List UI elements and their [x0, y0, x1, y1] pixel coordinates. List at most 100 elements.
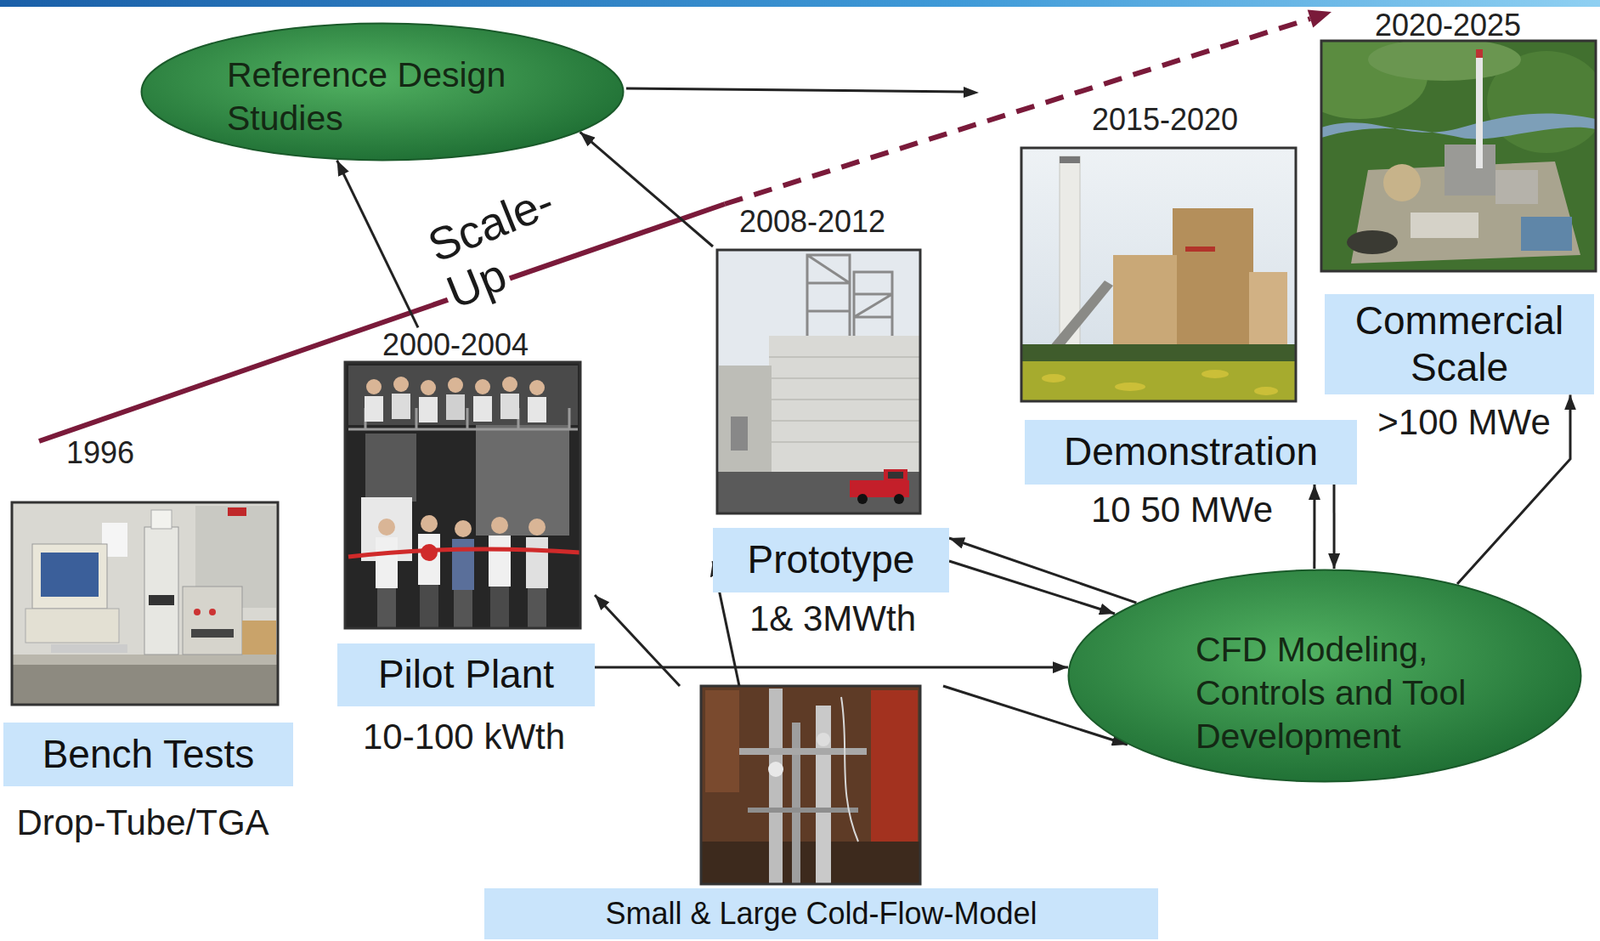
flow-arrow [594, 666, 1069, 669]
pilot-photo [453, 589, 473, 628]
header-bar [0, 0, 1600, 7]
stage-box: 2020-2025Commercial Scale [1321, 7, 1596, 395]
demonstration-photo [1201, 369, 1229, 379]
pilot-photo [420, 379, 436, 396]
trend-label: Scale- Up [418, 174, 565, 320]
cold-flow-photo [768, 761, 784, 777]
stage-label: Commercial Scale [1324, 293, 1595, 395]
cold-flow-photo [701, 685, 921, 884]
flow-arrow [1312, 484, 1316, 569]
prototype-photo [893, 493, 905, 504]
commercial-photo [1383, 163, 1421, 202]
commercial-photo [1495, 169, 1538, 204]
pilot-photo [500, 393, 520, 419]
pilot-photo [348, 365, 578, 425]
year-label: 2008-2012 [739, 203, 886, 239]
pilot-photo [420, 514, 438, 532]
flow-arrow [949, 560, 1115, 614]
node-label: Reference Design Studies [226, 53, 533, 141]
scale-up-line [724, 18, 1311, 204]
commercial-photo [1444, 144, 1496, 196]
demonstration-photo [1021, 147, 1296, 402]
pilot-photo [391, 393, 411, 419]
bench-photo [25, 608, 119, 643]
commercial-photo [1321, 113, 1596, 139]
bench-photo [11, 502, 278, 705]
demonstration-photo [1114, 382, 1146, 391]
pilot-photo [474, 378, 491, 395]
flow-arrow [1333, 484, 1336, 569]
ellipse-outline [1068, 570, 1582, 782]
bench-photo [193, 608, 201, 616]
pilot-photo [488, 535, 511, 587]
commercial-photo [1346, 230, 1398, 255]
demonstration-photo [1021, 344, 1296, 362]
bench-photo [144, 526, 179, 655]
prototype-photo [807, 254, 893, 340]
pilot-photo [365, 433, 417, 502]
stage-label: Demonstration [1024, 419, 1357, 485]
bench-photo [182, 586, 243, 655]
flow-arrow [337, 160, 419, 328]
commercial-photo [1475, 49, 1483, 169]
photo-frame [1321, 40, 1596, 272]
stage-label: Bench Tests [3, 722, 294, 786]
bench-photo [11, 664, 278, 705]
commercial-photo [1321, 40, 1596, 272]
stage-box: 2008-2012Prototype [712, 203, 950, 593]
scale-up-line [1307, 10, 1332, 29]
stage-label: Pilot Plant [337, 643, 595, 707]
bench-photo [151, 509, 172, 529]
capacity-label-frame: Drop-Tube/TGA [16, 802, 269, 843]
prototype-photo [717, 249, 921, 514]
photo-frame [1021, 147, 1296, 402]
photo-frame [11, 502, 278, 705]
pilot-photo [475, 424, 570, 536]
pilot-photo [527, 396, 547, 423]
pilot-photo [528, 518, 546, 536]
capacity-label: 10-100 kWth [362, 716, 566, 757]
process-ellipse: CFD Modeling, Controls and Tool Developm… [1067, 568, 1583, 783]
flow-arrow [580, 131, 713, 247]
reference-arrow [963, 86, 979, 98]
cold-flow-photo [701, 841, 921, 884]
pilot-photo [446, 394, 465, 420]
prototype-photo [718, 365, 772, 472]
prototype-photo [887, 471, 904, 479]
cold-flow-photo [841, 696, 859, 842]
capacity-label-frame: 10 50 MWe [1091, 489, 1273, 531]
reference-arrow [626, 88, 965, 92]
commercial-photo [1475, 49, 1483, 58]
stage-box: 1996Bench Tests [3, 435, 294, 786]
capacity-label: 10 50 MWe [1091, 489, 1273, 530]
photo-frame [344, 361, 581, 628]
stage-box: Small & Large Cold-Flow-Model [484, 685, 1159, 939]
year-label: 2015-2020 [1091, 101, 1239, 137]
bench-photo [11, 654, 278, 665]
demonstration-photo [1021, 147, 1296, 402]
bench-photo [11, 502, 278, 705]
capacity-label-frame: >100 MWe [1377, 401, 1551, 443]
pilot-photo [490, 586, 509, 628]
node-label: CFD Modeling, Controls and Tool Developm… [1195, 627, 1502, 758]
prototype-photo [717, 249, 921, 514]
cold-flow-photo [739, 747, 867, 755]
pilot-photo [348, 548, 581, 557]
prototype-photo [857, 493, 868, 504]
bench-photo [227, 507, 247, 516]
cold-flow-photo [705, 689, 740, 792]
cold-flow-photo [768, 688, 783, 884]
bench-photo [148, 594, 175, 605]
stage-box: 2000-2004Pilot Plant [337, 327, 595, 707]
pilot-photo [473, 395, 492, 422]
scale-up-line [39, 10, 1332, 442]
reference-arrow [626, 86, 979, 98]
year-label: 2000-2004 [382, 327, 529, 362]
prototype-photo [768, 356, 921, 442]
pilot-photo [418, 396, 438, 423]
bench-photo [40, 552, 99, 597]
pilot-photo [447, 377, 464, 393]
pilot-photo [344, 361, 581, 628]
